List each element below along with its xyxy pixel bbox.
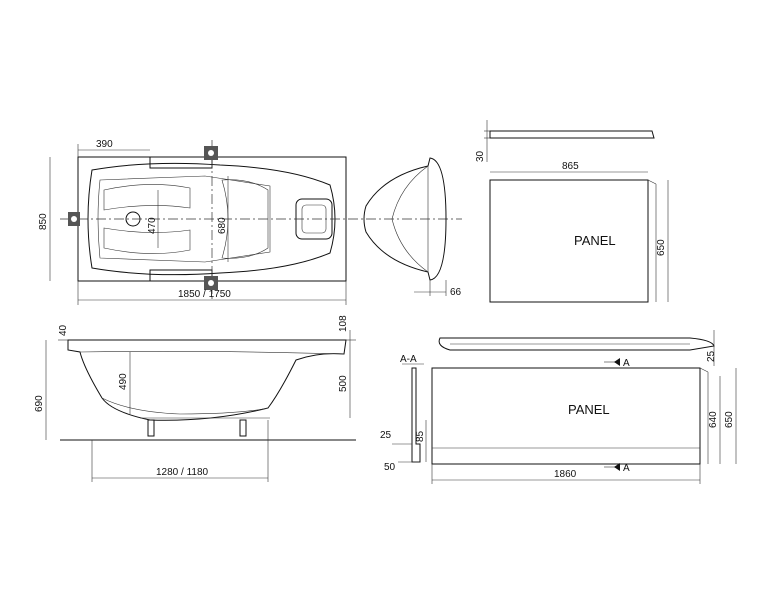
side-view-floor — [101, 397, 269, 415]
end-panel-body — [489, 179, 649, 303]
dim-side-length: 1280 / 1180 — [156, 467, 209, 478]
section-mark-bottom: A — [623, 463, 630, 474]
dim-length: 1850 / 1750 — [178, 289, 231, 300]
dim-25-section: 25 — [380, 430, 392, 441]
end-panel-edge-top — [647, 179, 657, 185]
dim-50: 50 — [384, 462, 396, 473]
leg-right — [239, 419, 247, 437]
panel-label-end: PANEL — [574, 233, 616, 248]
dim-865: 865 — [562, 161, 579, 172]
dim-470: 470 — [147, 217, 158, 234]
front-panel-edge-top — [699, 367, 709, 373]
leg-bracket-bottom-hole — [208, 280, 214, 286]
dim-650-front: 650 — [724, 411, 735, 428]
dim-66: 66 — [450, 287, 462, 298]
side-view-rim — [79, 351, 345, 355]
dim-85: 85 — [415, 430, 426, 442]
section-mark-top-arrow — [614, 358, 620, 366]
dim-490: 490 — [118, 373, 129, 390]
end-panel: 30 865 650 PANEL — [475, 120, 669, 303]
dim-25-front: 25 — [706, 350, 717, 362]
dim-850: 850 — [38, 213, 49, 230]
dim-500: 500 — [338, 375, 349, 392]
section-mark-top: A — [623, 358, 630, 369]
tub-rim-notch-top — [149, 157, 213, 169]
section-profile — [411, 367, 421, 463]
armrest-upper — [103, 184, 191, 211]
end-view-inner — [391, 165, 429, 273]
tub-rim-notch-bottom — [149, 269, 213, 281]
section-a-a: A-A 25 85 50 — [380, 354, 427, 473]
leg-bracket-top-hole — [208, 150, 214, 156]
dim-108: 108 — [338, 315, 349, 332]
dim-390: 390 — [96, 139, 113, 150]
dim-640: 640 — [708, 411, 719, 428]
dim-40: 40 — [58, 324, 69, 336]
armrest-lower — [103, 227, 191, 254]
dim-680: 680 — [217, 217, 228, 234]
section-label: A-A — [400, 354, 417, 365]
dim-30: 30 — [475, 150, 486, 162]
panel-top-strip — [489, 130, 655, 139]
front-panel-body — [431, 367, 701, 465]
front-panel: 25 PANEL 640 650 1860 A A — [431, 330, 737, 484]
basin-outline — [87, 162, 336, 276]
end-view-outline — [363, 157, 447, 281]
leg-bracket-left-hole — [71, 216, 77, 222]
dim-650-end: 650 — [656, 239, 667, 256]
top-view: 390 850 470 680 1850 / 1750 — [38, 139, 462, 305]
front-panel-top-strip — [438, 337, 715, 351]
end-view: 66 — [363, 157, 462, 298]
side-view: 40 690 490 108 500 1280 / 1180 — [34, 315, 356, 482]
leg-left — [147, 419, 155, 437]
panel-label-front: PANEL — [568, 402, 610, 417]
section-mark-bottom-arrow — [614, 463, 620, 471]
side-view-outline — [67, 339, 347, 421]
dim-690: 690 — [34, 395, 45, 412]
basin-floor — [97, 175, 271, 263]
dim-1860: 1860 — [554, 469, 577, 480]
